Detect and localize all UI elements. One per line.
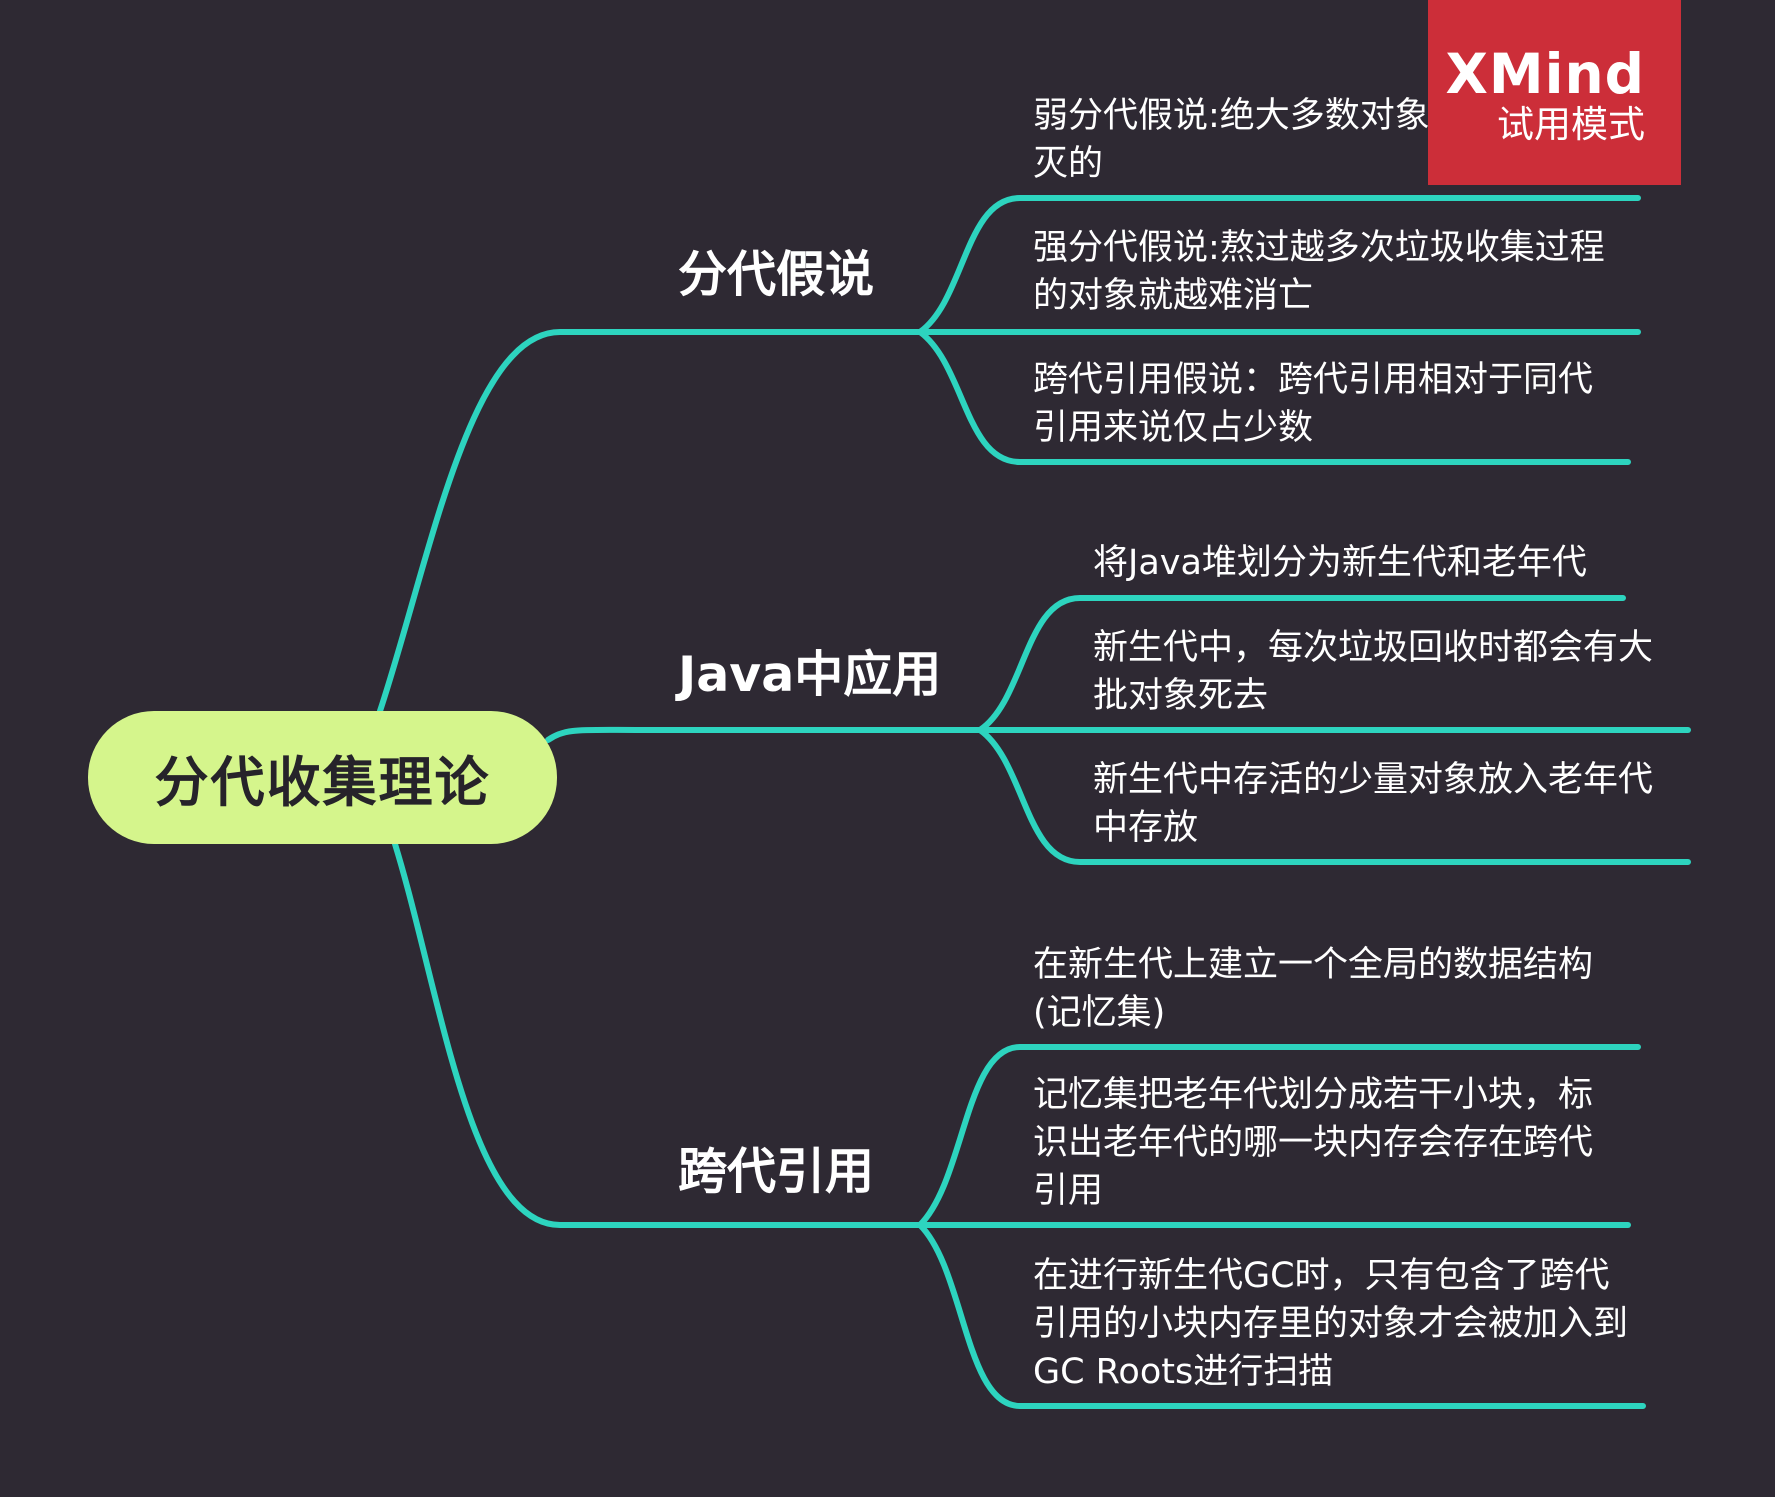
connector-branch-1-leaf-1 xyxy=(917,195,1641,335)
connector-branch-3-leaf-3 xyxy=(917,1222,1646,1409)
connector-root-to-branch-2 xyxy=(545,726,988,743)
root-topic[interactable]: 分代收集理论 xyxy=(88,711,557,844)
connector-branch-2-leaf-1 xyxy=(977,595,1626,733)
connector-root-to-branch-1 xyxy=(377,329,933,714)
branch-topic-generational-hypothesis[interactable]: 分代假说 xyxy=(678,246,875,303)
connector-root-to-branch-3 xyxy=(392,841,933,1228)
leaf-topic-heap-division[interactable]: 将Java堆划分为新生代和老年代 xyxy=(1093,543,1587,583)
leaf-topic-card-table[interactable]: 记忆集把老年代划分成若干小块，标识出老年代的哪一块内存会存在跨代引用 xyxy=(1033,1075,1594,1211)
leaf-topic-promote-to-old-gen[interactable]: 新生代中存活的少量对象放入老年代中存放 xyxy=(1093,760,1654,848)
leaf-topic-remembered-set[interactable]: 在新生代上建立一个全局的数据结构(记忆集) xyxy=(1033,945,1594,1033)
connector-branch-3-leaf-1 xyxy=(917,1044,1641,1228)
xmind-logo: XMind xyxy=(1445,42,1645,106)
branch-topic-cross-generation-reference[interactable]: 跨代引用 xyxy=(678,1143,875,1200)
connector-branch-1-leaf-3 xyxy=(917,329,1631,465)
connector-branch-2-leaf-3 xyxy=(977,727,1691,865)
leaf-topic-strong-generational-hypothesis[interactable]: 强分代假说:熬过越多次垃圾收集过程的对象就越难消亡 xyxy=(1033,228,1605,316)
leaf-topic-cross-generation-hypothesis[interactable]: 跨代引用假说：跨代引用相对于同代引用来说仅占少数 xyxy=(1033,360,1594,448)
branch-topic-java-application[interactable]: Java中应用 xyxy=(678,646,942,703)
trial-watermark: XMind 试用模式 xyxy=(1428,0,1681,185)
leaf-topic-young-gen-gc[interactable]: 新生代中，每次垃圾回收时都会有大批对象死去 xyxy=(1093,628,1654,716)
trial-mode-label: 试用模式 xyxy=(1497,103,1645,146)
leaf-topic-gc-roots-scan[interactable]: 在进行新生代GC时，只有包含了跨代引用的小块内存里的对象才会被加入到GC Roo… xyxy=(1033,1256,1629,1392)
